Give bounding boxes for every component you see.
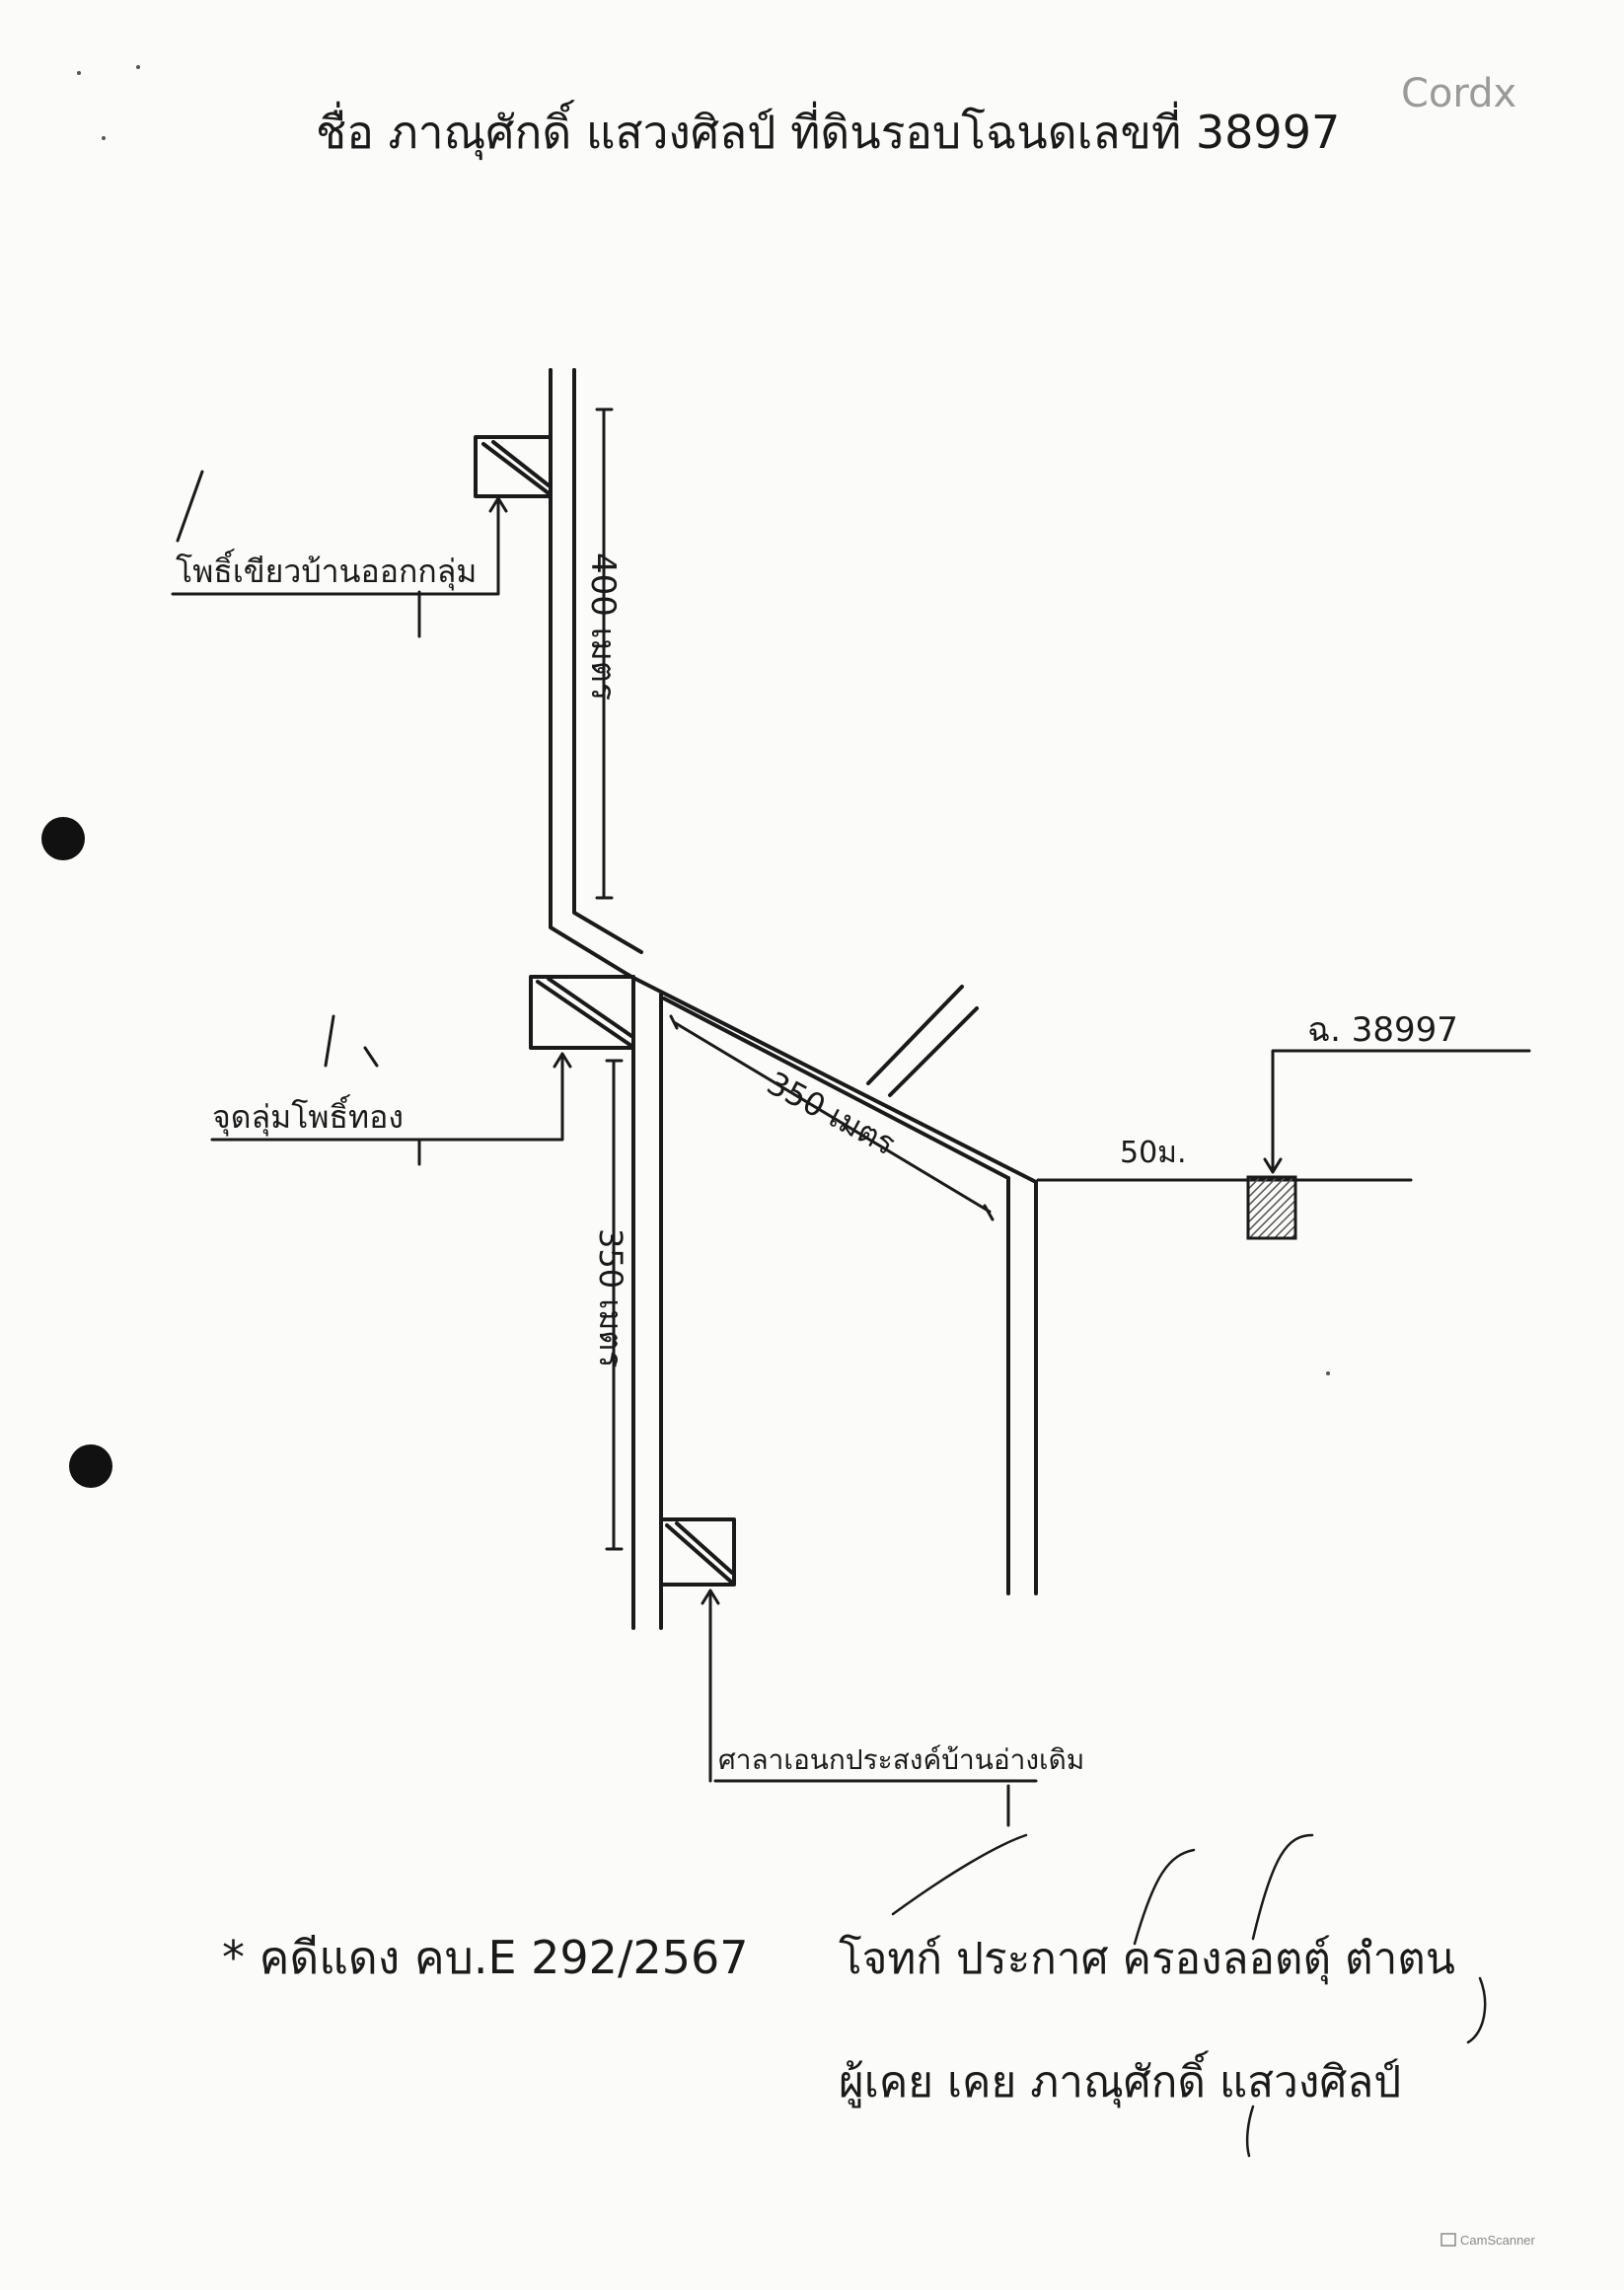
top-landmark-marker xyxy=(474,435,553,498)
distance-markers xyxy=(595,407,995,1551)
middle-landmark-marker xyxy=(529,975,635,1050)
road-diagonal-outer-edge xyxy=(629,975,1038,1595)
flourish-d xyxy=(1466,1976,1487,2044)
binder-hole-bottom xyxy=(69,1444,112,1488)
flourish-b xyxy=(1133,1848,1196,1946)
road-network xyxy=(549,368,1413,1630)
camscanner-icon xyxy=(1440,2233,1456,2247)
road-branch-edge-a xyxy=(866,985,964,1085)
signature-flourishes xyxy=(891,1833,1487,2158)
case-note: * คดีแดง คบ.E 292/2567 xyxy=(222,1931,749,1984)
road-north-left-edge xyxy=(549,368,633,979)
scan-speck xyxy=(102,136,106,140)
north-distance-line xyxy=(595,407,614,900)
south-distance-label: 350 เมตร xyxy=(592,1228,629,1367)
plot-38997-marker xyxy=(1246,1175,1297,1240)
signature-line-2: ผู้เคย เคย ภาณุศักดิ์ แสวงศิลป์ xyxy=(839,2050,1401,2108)
binder-hole-top xyxy=(41,817,85,860)
corner-note: Cordx xyxy=(1401,71,1516,116)
bottom-landmark-marker xyxy=(659,1517,736,1587)
south-distance-line xyxy=(605,1059,624,1551)
scan-speck xyxy=(1326,1371,1330,1375)
road-north-right-edge xyxy=(572,368,643,954)
bottom-landmark-leader xyxy=(701,1588,1038,1783)
middle-landmark-tick xyxy=(324,1014,379,1068)
leader-lines xyxy=(171,470,1531,1827)
plot-label: ฉ. 38997 xyxy=(1307,1010,1458,1050)
north-distance-label: 400 เมตร xyxy=(583,553,623,701)
top-landmark-leader xyxy=(171,496,508,596)
flourish-e xyxy=(1245,2105,1255,2158)
flourish-a xyxy=(891,1833,1028,1916)
scan-speck xyxy=(77,71,81,75)
flourish-c xyxy=(1251,1833,1314,1941)
road-branch-edge-b xyxy=(888,1006,979,1097)
diagonal-distance-line xyxy=(669,1014,995,1221)
top-landmark-label: โพธิ์เขียวบ้านออกกลุ่ม xyxy=(176,549,477,591)
signature-line-1: โจทก์ ประกาศ ครองลอตตุ์ ตำตน xyxy=(839,1934,1455,1985)
header-title: ชื่อ ภาณุศักดิ์ แสวงศิลป์ ที่ดินรอบโฉนดเ… xyxy=(316,100,1340,161)
middle-landmark-leader xyxy=(210,1052,572,1142)
plot-leader xyxy=(1263,1049,1531,1174)
top-landmark-tick xyxy=(176,470,204,543)
bottom-landmark-label: ศาลาเอนกประสงค์บ้านอ่างเดิม xyxy=(718,1743,1084,1776)
scan-speck xyxy=(136,65,140,69)
camscanner-watermark: CamScanner xyxy=(1460,2233,1536,2248)
road-diagonal-inner-edge-a xyxy=(662,997,1010,1180)
middle-landmark-label: จุดลุ่มโพธิ์ทอง xyxy=(212,1094,404,1137)
plot-spur-distance-label: 50ม. xyxy=(1120,1136,1187,1170)
